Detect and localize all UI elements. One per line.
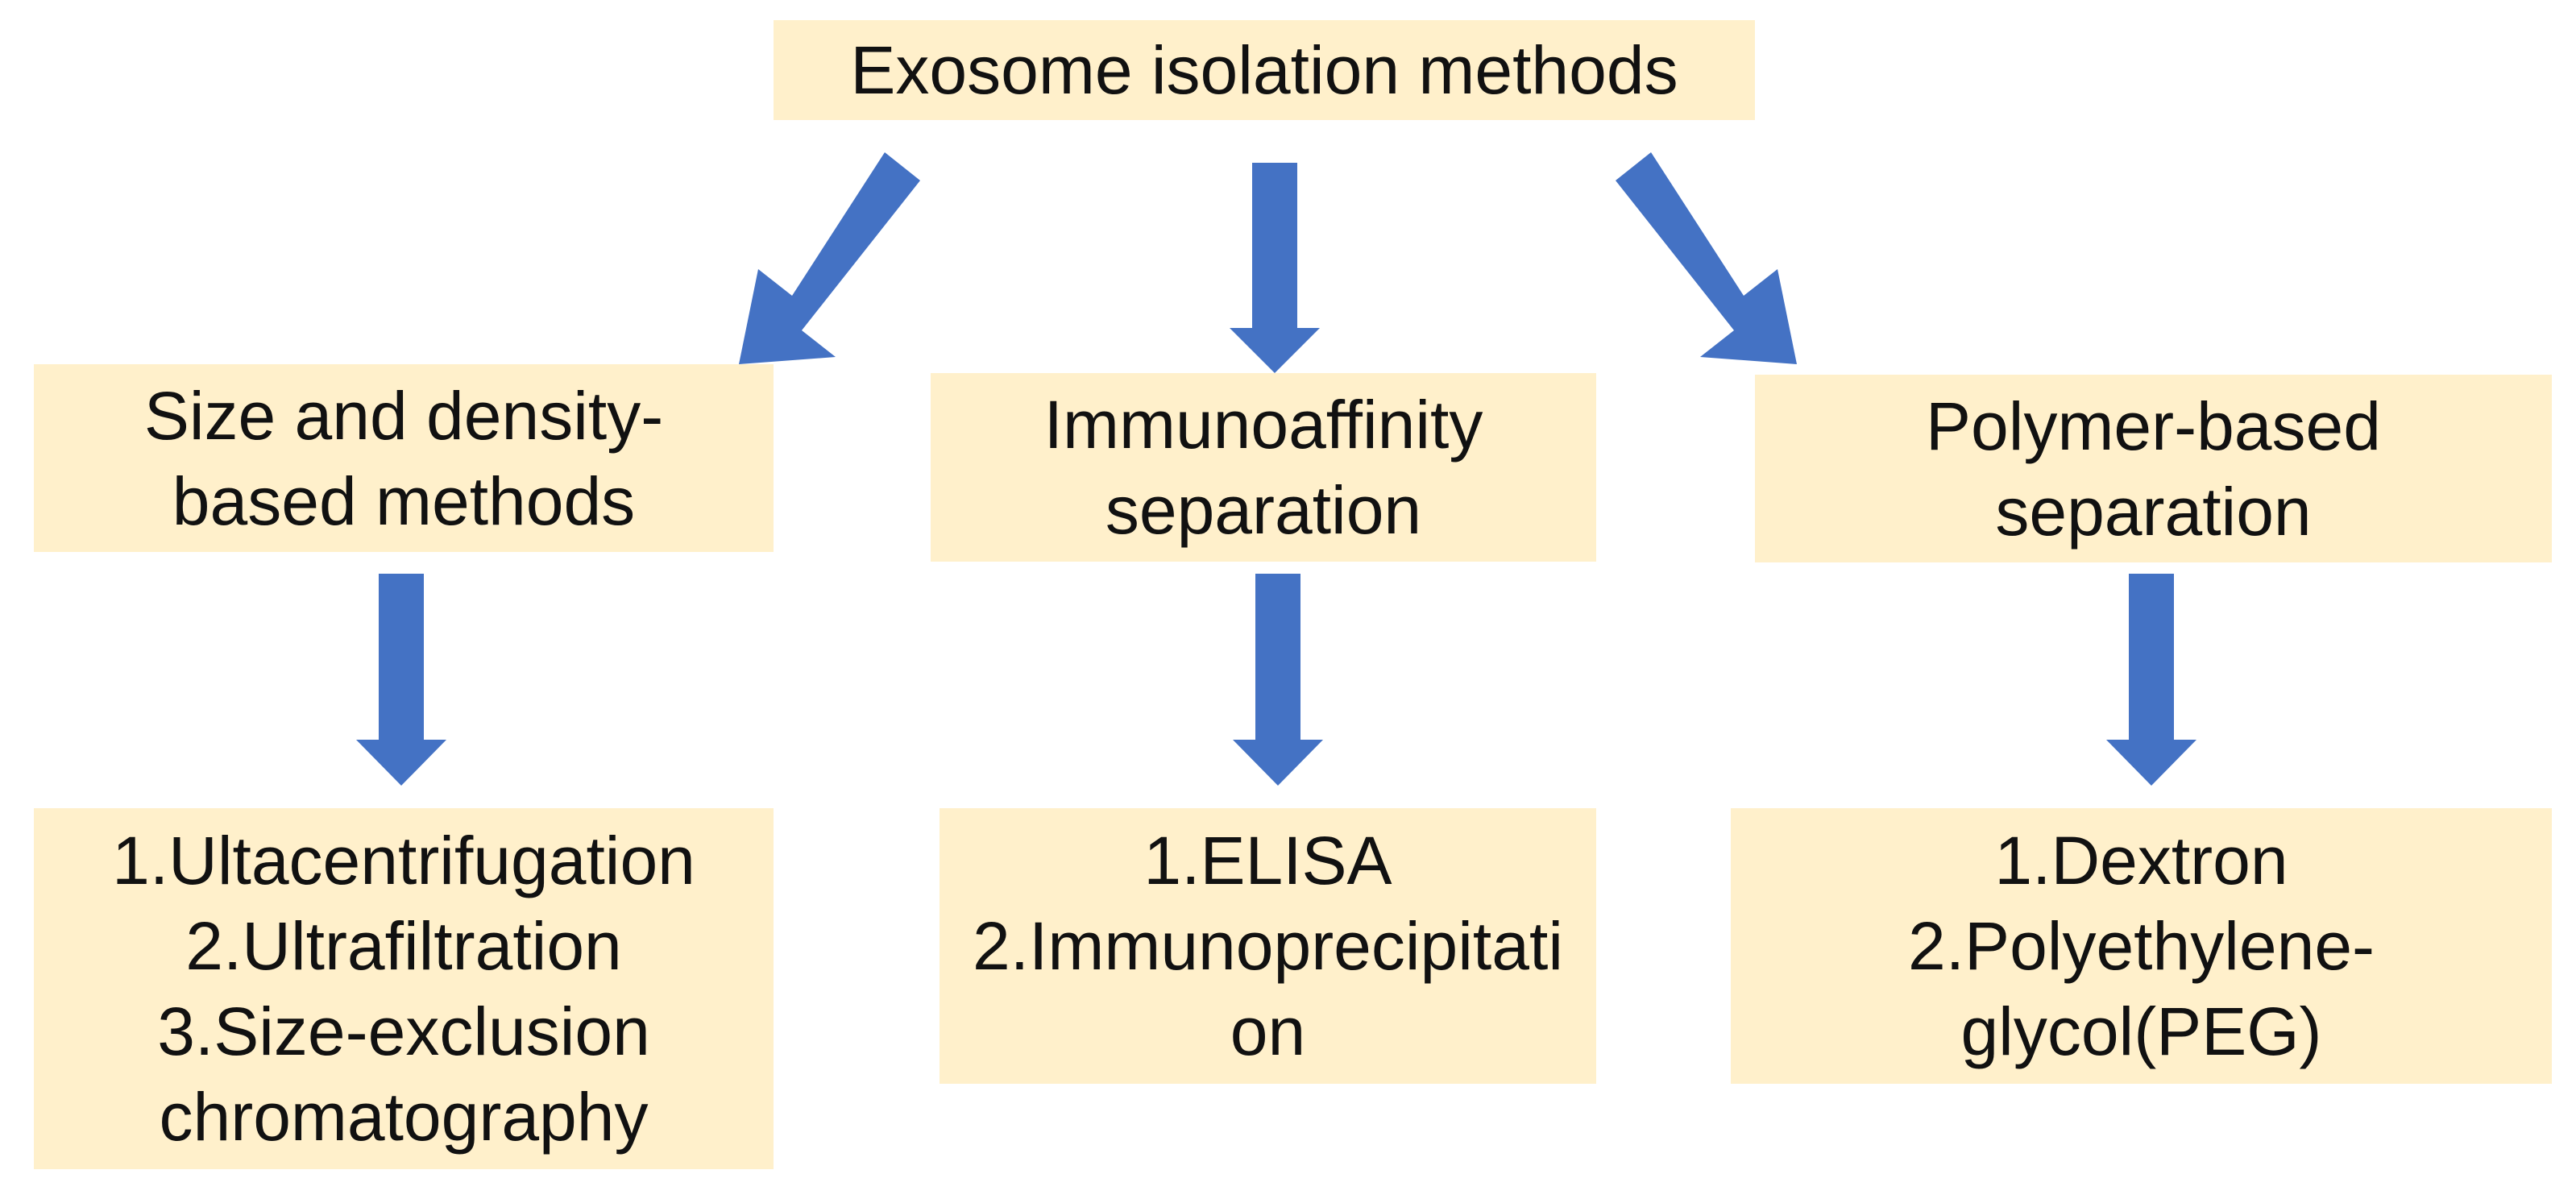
root-box: Exosome isolation methods [774, 20, 1755, 120]
list-item: chromatography [159, 1079, 649, 1155]
category-box-size-density: Size and density- based methods [34, 364, 774, 552]
root-title: Exosome isolation methods [850, 32, 1678, 108]
list-item: 1.ELISA [1143, 823, 1392, 898]
category-line: separation [1105, 472, 1422, 548]
list-item: 1.Dextron [1994, 823, 2288, 898]
category-line: Immunoaffinity [1043, 387, 1483, 463]
items-box-size-density: 1.Ultacentrifugation 2.Ultrafiltration 3… [34, 808, 774, 1169]
category-box-immunoaffinity: Immunoaffinity separation [931, 373, 1596, 562]
arrow-size-density-to-items [356, 574, 446, 786]
arrow-root-to-polymer [1616, 152, 1797, 364]
arrow-root-to-immunoaffinity [1230, 163, 1320, 373]
list-item: glycol(PEG) [1960, 994, 2322, 1069]
arrow-polymer-to-items [2106, 574, 2196, 786]
list-item: 1.Ultacentrifugation [112, 823, 695, 898]
list-item: 2.Immunoprecipitati [973, 908, 1563, 984]
category-line: Polymer-based [1926, 388, 2381, 464]
category-box-polymer: Polymer-based separation [1755, 375, 2552, 562]
category-line: Size and density- [143, 377, 664, 454]
category-line: separation [1995, 473, 2312, 550]
list-item: 3.Size-exclusion [157, 994, 650, 1069]
arrow-immunoaffinity-to-items [1233, 574, 1323, 786]
items-box-immunoaffinity: 1.ELISA 2.Immunoprecipitati on [940, 808, 1596, 1084]
items-box-polymer: 1.Dextron 2.Polyethylene- glycol(PEG) [1731, 808, 2552, 1084]
list-item: 2.Polyethylene- [1907, 908, 2375, 984]
category-line: based methods [172, 463, 636, 539]
list-item: 2.Ultrafiltration [185, 908, 622, 984]
list-item: on [1230, 994, 1306, 1069]
arrow-root-to-size-density [739, 152, 920, 364]
